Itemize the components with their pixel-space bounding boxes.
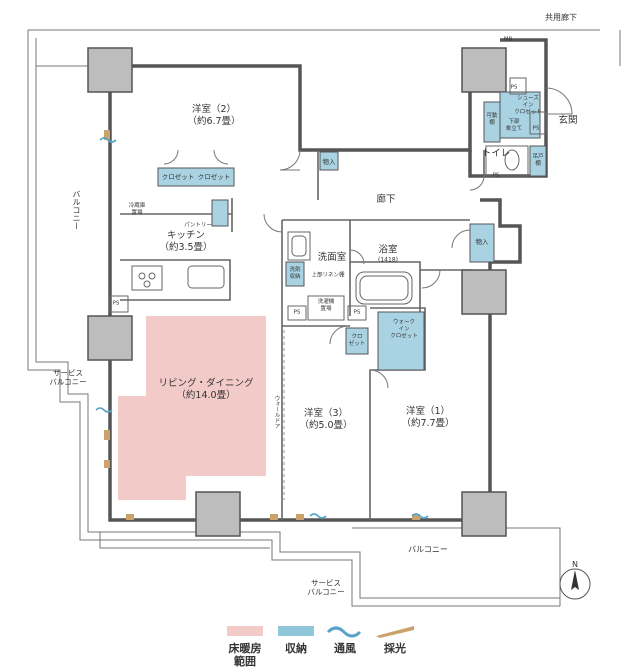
room-western-3-name: 洋室（3） [303, 408, 349, 420]
ps-label-2: PS [532, 125, 540, 132]
label-storage-b: 物入 [475, 237, 489, 246]
label-hanging-shelf: 吊戸 棚 [532, 154, 544, 167]
label-mb: MB [503, 36, 513, 43]
label-walk-in-closet: ウォーク イン クロゼット [390, 319, 418, 340]
ps-label-6: PS [492, 172, 500, 179]
room-western-1-name: 洋室（1） [405, 406, 451, 418]
kitchen-fixtures [131, 265, 225, 291]
room-kitchen-name: キッチン [166, 230, 206, 242]
floor-heating-area [118, 316, 266, 500]
ps-label-3: PS [112, 300, 120, 307]
legend-swatch-storage [278, 626, 314, 636]
balcony-boundary [27, 29, 621, 607]
washroom-fixtures [109, 231, 367, 321]
room-western-3: 洋室（3） （約5.0畳） [299, 408, 352, 432]
legend-ventilation: 通風 [322, 642, 368, 655]
room-western-2-name: 洋室（2） [191, 104, 237, 116]
room-washroom: 洗面室 [317, 252, 347, 264]
legend-swatch-ventilation [326, 626, 362, 638]
label-closet-left: クロゼット [161, 172, 195, 181]
room-western-1-size: （約7.7畳） [401, 418, 455, 429]
room-hallway: 廊下 [376, 194, 396, 206]
label-shoes-in-closet: シューズ イン クロゼット [514, 95, 542, 116]
ps-label-4: PS [293, 309, 301, 316]
legend-storage: 収納 [273, 642, 319, 655]
legend-floor-heating-label: 床暖房 範囲 [228, 642, 262, 669]
legend-storage-label: 収納 [285, 642, 307, 655]
room-western-2: 洋室（2） （約6.7畳） [187, 104, 240, 128]
label-lower-umbrella: 下部 傘立て [505, 119, 523, 132]
room-entrance: 玄関 [558, 115, 578, 127]
label-washer-space: 洗濯機 置場 [317, 299, 335, 312]
label-closet-small: クロ ゼット [348, 334, 366, 347]
label-north: N [572, 560, 578, 569]
daylight-markers [104, 130, 420, 520]
label-common-corridor: 共用廊下 [545, 13, 577, 22]
room-bath: 浴室 (1418) [378, 244, 398, 263]
label-storage-a: 物入 [322, 157, 336, 166]
room-kitchen: キッチン （約3.5畳） [159, 230, 212, 254]
legend-swatch-floor-heating [227, 626, 263, 636]
label-balcony-bottom: バルコニー [408, 545, 448, 554]
room-western-3-size: （約5.0畳） [299, 420, 353, 431]
label-upper-linen: 上部リネン棚 [311, 272, 345, 279]
door-swings [163, 87, 573, 389]
legend-floor-heating: 床暖房 範囲 [222, 642, 268, 668]
room-bath-size: (1418) [378, 256, 398, 264]
structural-columns [87, 47, 507, 537]
label-closet-right: クロゼット [197, 172, 231, 181]
storage-areas [157, 91, 547, 371]
label-movable-shelf: 可動 棚 [486, 113, 498, 126]
bath-fixtures [355, 271, 413, 305]
label-detergent-storage: 洗剤 収納 [289, 267, 301, 280]
toilet-fixture [485, 77, 547, 177]
ps-label-5: PS [353, 309, 361, 316]
label-wall-door: ウォールドア [273, 395, 280, 429]
ps-label-1: PS [510, 84, 518, 91]
label-pantry: パントリー [184, 222, 212, 229]
label-service-balcony-left: サービス バルコニー [49, 368, 87, 387]
north-arrow-icon [559, 568, 591, 600]
legend-swatch-daylight [376, 626, 414, 638]
room-bath-name: 浴室 [378, 244, 398, 256]
room-western-1: 洋室（1） （約7.7畳） [401, 406, 454, 430]
room-living: リビング・ダイニング （約14.0畳） [158, 378, 253, 402]
room-toilet: トイレ [481, 148, 511, 160]
room-living-size: （約14.0畳） [176, 390, 236, 401]
label-fridge-space: 冷蔵庫 置場 [128, 203, 146, 216]
room-living-name: リビング・ダイニング [158, 378, 254, 390]
legend-daylight: 採光 [372, 642, 418, 655]
legend-ventilation-label: 通風 [334, 642, 356, 655]
label-service-balcony-bottom: サービス バルコニー [307, 578, 345, 597]
room-western-2-size: （約6.7畳） [187, 116, 241, 127]
legend-daylight-label: 採光 [384, 642, 406, 655]
room-kitchen-size: （約3.5畳） [159, 242, 213, 253]
label-balcony-left: バルコニー [72, 190, 81, 230]
ventilation-markers [95, 137, 429, 519]
